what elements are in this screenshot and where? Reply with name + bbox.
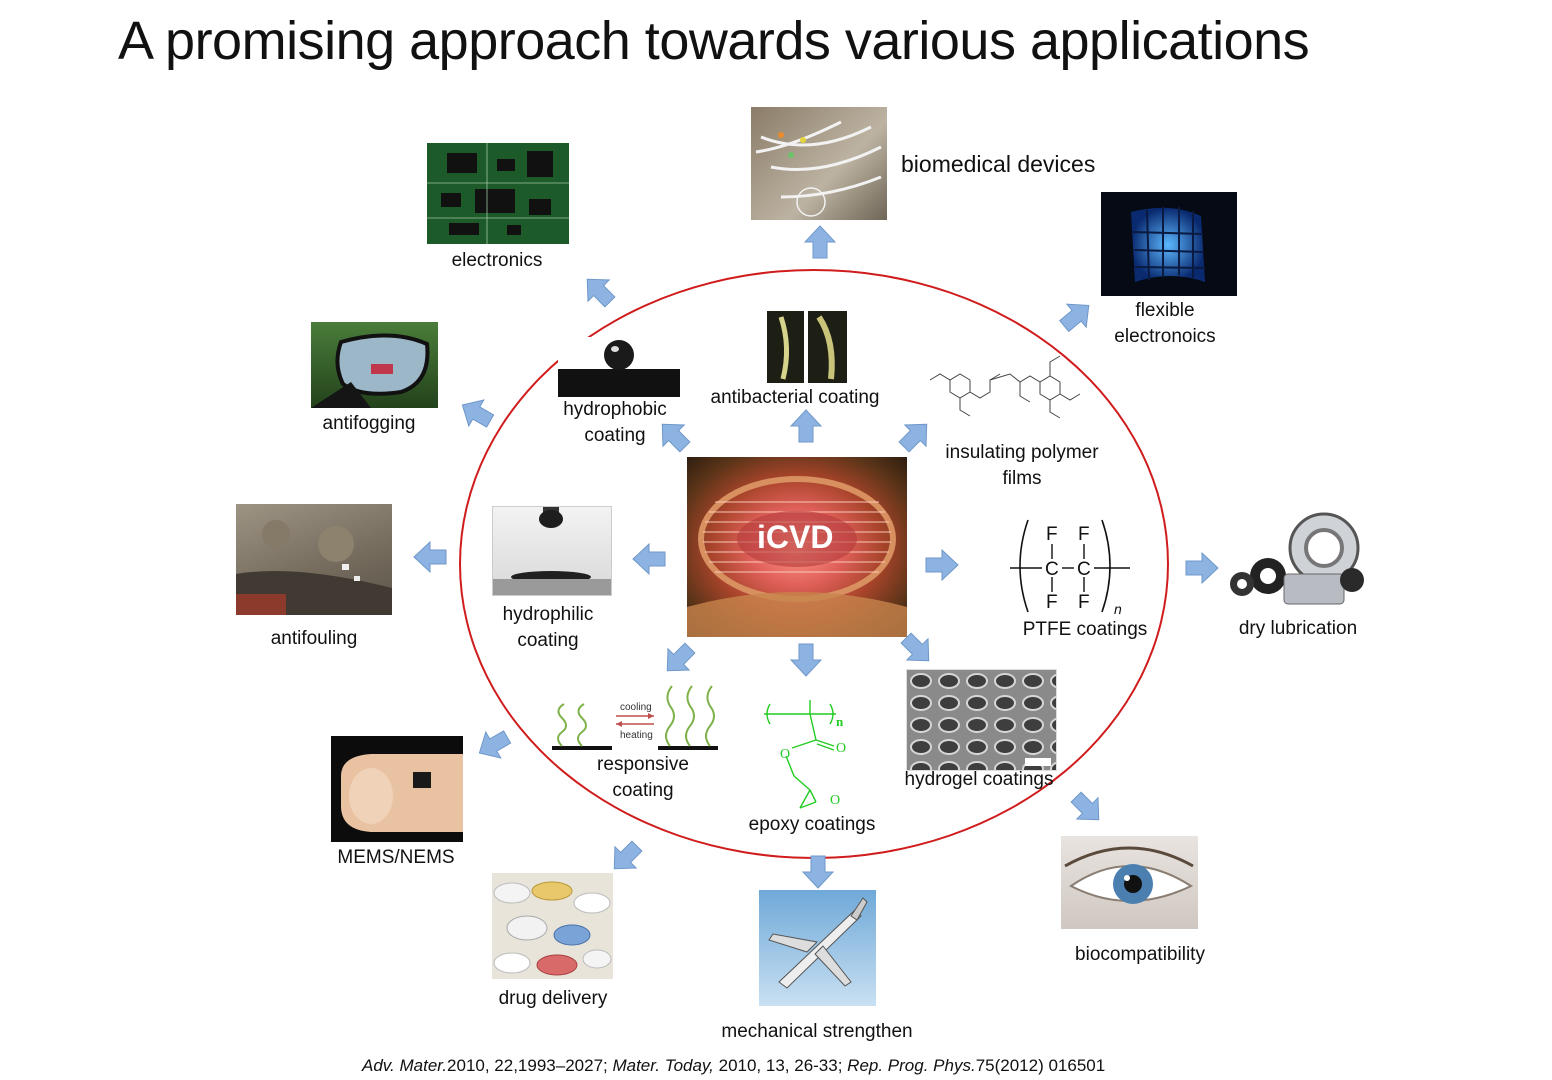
biomedical-catheters-image [751, 107, 887, 220]
ptfe-formula: F F C C F F n [1006, 516, 1134, 616]
bearings-image [1228, 504, 1368, 610]
arrow-to-biocompatibility [1064, 785, 1110, 831]
drug-delivery-label: drug delivery [498, 988, 608, 1009]
arrow-to-responsive [656, 636, 702, 682]
ref-journal-2: Mater. Today, [612, 1056, 714, 1075]
heating-label: heating [620, 730, 653, 741]
eye-contact-lens-image [1061, 836, 1198, 929]
flexible-electronics-image [1101, 192, 1237, 296]
biomedical-devices-label: biomedical devices [901, 151, 1096, 177]
reactor-filaments [687, 476, 907, 637]
ref-journal-1: Adv. Mater. [362, 1056, 448, 1075]
ptfe-atom-c: C [1077, 559, 1091, 580]
arrow-to-hydrogel [894, 626, 940, 672]
flexible-electronics-label: flexible electronoics [1114, 300, 1216, 347]
icvd-label: iCVD [757, 519, 834, 555]
arrow-to-insulating [892, 413, 938, 459]
arrow-to-mems [471, 723, 516, 767]
ref-text-1: 2010, 22,1993–2027; [447, 1056, 613, 1075]
antibacterial-coating-label: antibacterial coating [710, 387, 880, 408]
arrow-to-mechanical [802, 855, 834, 889]
epoxy-coatings-label: epoxy coatings [748, 814, 876, 835]
antifouling-hull-image [236, 504, 392, 615]
epoxy-subscript: n [836, 714, 844, 729]
antibacterial-image [767, 311, 847, 383]
hydrogel-coatings-label: hydrogel coatings [904, 769, 1054, 790]
circuit-board-image [427, 143, 569, 244]
insulating-polymer-structure [926, 352, 1086, 430]
arrow-to-antibacterial [790, 409, 822, 443]
responsive-coating-diagram: cooling heating [548, 682, 720, 754]
antifogging-label: antifogging [322, 413, 416, 434]
dry-lubrication-label: dry lubrication [1238, 618, 1358, 639]
hydrophobic-coating-label: hydrophobic coating [563, 399, 667, 446]
mems-nems-label: MEMS/NEMS [337, 847, 455, 868]
epoxy-atom-o: O [830, 793, 840, 808]
insulating-polymer-label: insulating polymer films [945, 442, 1099, 489]
hydrophilic-coating-label: hydrophilic coating [502, 604, 594, 651]
ptfe-atom-c: C [1045, 559, 1059, 580]
epoxy-atom-o: O [836, 741, 846, 756]
ptfe-atom-f: F [1078, 592, 1090, 613]
airplane-image [759, 890, 876, 1006]
arrow-to-electronics [576, 268, 622, 314]
reference-footnote: Adv. Mater.2010, 22,1993–2027; Mater. To… [362, 1056, 1105, 1076]
mems-chip-image [331, 736, 463, 842]
antifouling-label: antifouling [270, 628, 358, 649]
arrow-to-hydrophobic [651, 413, 697, 459]
hydrophilic-droplet-image [492, 506, 612, 596]
hydrogel-sem-image [906, 669, 1057, 771]
ref-journal-3: Rep. Prog. Phys. [847, 1056, 976, 1075]
arrow-to-hydrophilic [632, 543, 666, 575]
slide-title: A promising approach towards various app… [118, 11, 1310, 71]
arrow-to-ptfe [925, 549, 959, 581]
ref-text-3: 75(2012) 016501 [975, 1056, 1106, 1075]
electronics-label: electronics [451, 250, 543, 271]
responsive-coating-label: responsive coating [597, 754, 689, 801]
ptfe-atom-f: F [1046, 592, 1058, 613]
ptfe-subscript: n [1114, 601, 1122, 616]
ptfe-atom-f: F [1046, 524, 1058, 545]
icvd-reactor-image: iCVD [687, 457, 907, 637]
arrow-to-flexible [1054, 293, 1099, 338]
cooling-label: cooling [620, 702, 652, 713]
hydrophobic-droplet-image [558, 337, 680, 397]
arrow-to-drug-delivery [603, 834, 649, 880]
arrow-to-antifouling [413, 541, 447, 573]
epoxy-atom-o: O [780, 747, 790, 762]
biocompatibility-label: biocompatibility [1075, 944, 1205, 965]
arrow-to-biomedical [804, 225, 836, 259]
mechanical-strengthen-label: mechanical strengthen [721, 1021, 913, 1042]
ref-text-2: 2010, 13, 26-33; [713, 1056, 848, 1075]
arrow-to-antifogging [454, 391, 499, 435]
arrow-to-dry-lubrication [1185, 552, 1219, 584]
ptfe-coatings-label: PTFE coatings [1022, 619, 1148, 640]
antifogging-mirror-image [311, 322, 438, 408]
arrow-to-epoxy [790, 643, 822, 677]
pills-image [492, 873, 613, 979]
ptfe-atom-f: F [1078, 524, 1090, 545]
epoxy-formula: n O O O [760, 696, 870, 811]
